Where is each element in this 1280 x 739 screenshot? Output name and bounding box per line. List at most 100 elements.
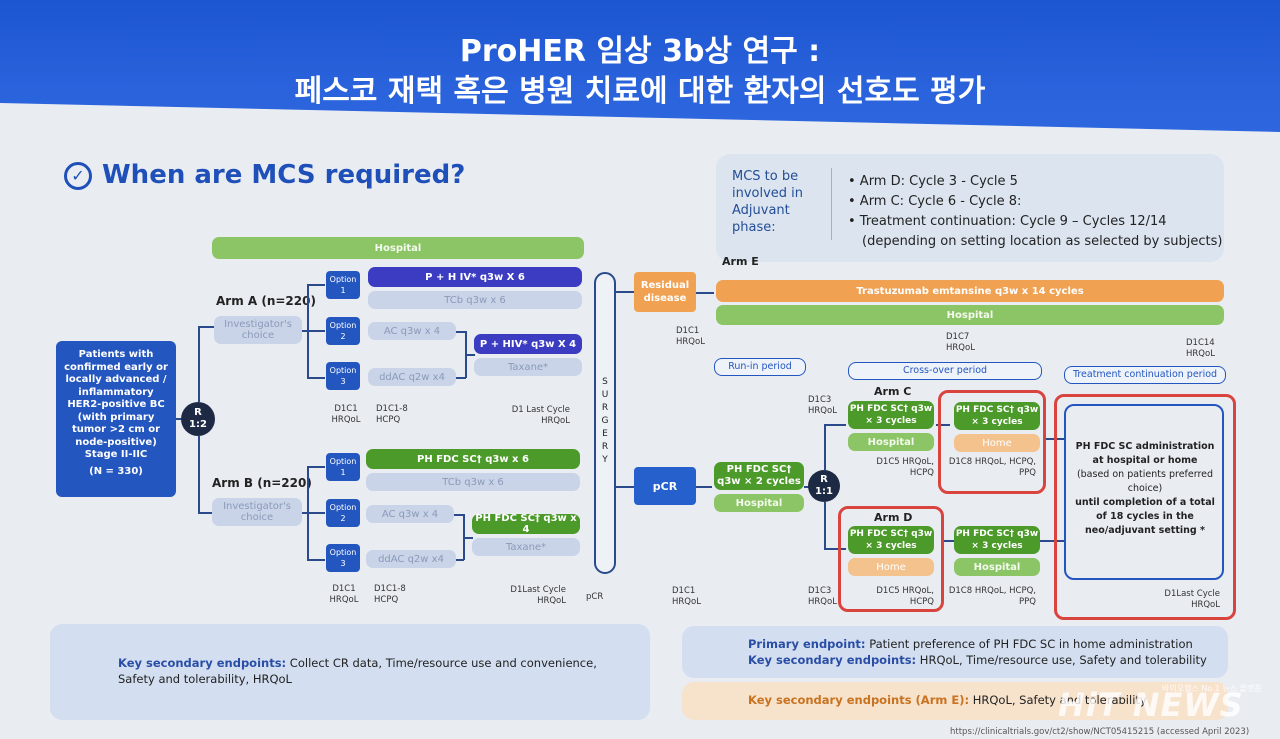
tp-d2: D1C8 HRQoL, HCPQ, PPQ [948,586,1036,607]
connector [824,424,826,470]
arm-a-choice: Investigator's choice [214,316,302,344]
randomize-circle: R 1:2 [181,402,215,436]
arm-e-endpoints-label: Key secondary endpoints (Arm E): [748,693,970,707]
arm-e-drug-bar: Trastuzumab emtansine q3w x 14 cycles [716,280,1224,302]
arm-a-regimen-6: Taxane* [474,358,582,376]
mcs-info-box [716,154,1224,262]
watermark-logo: HiT NEWS [1058,686,1244,724]
arm-a-label: Arm A (n=220) [216,294,316,308]
arm-b-regimen-6: Taxane* [472,538,580,556]
connector [1040,540,1064,542]
arm-b-regimen-3: AC q3w x 4 [366,505,454,523]
section-heading: When are MCS required? [102,160,466,190]
primary-endpoint-label: Primary endpoint: [748,637,866,651]
arm-d-place-2: Hospital [954,558,1040,576]
arm-c-drug-2: PH FDC SC† q3w × 3 cycles [954,402,1040,430]
cross-over-period-label: Cross-over period [848,362,1042,380]
arm-a-regimen-1: P + H IV* q3w X 6 [368,267,582,287]
randomize-ratio: 1:1 [815,486,833,497]
connector [456,559,464,561]
tp-e2: D1C7 HRQoL [946,332,975,353]
continuation-text-2: (based on patients preferred choice) [1076,469,1214,494]
arm-d-home-highlight [838,506,944,612]
randomize-r: R [194,407,202,418]
tp-b2: D1C1-8 HCPQ [374,584,406,605]
connector [804,486,810,488]
continuation-period-label: Treatment continuation period [1064,366,1226,384]
arm-b-regimen-5: PH FDC SC† q3w x 4 [472,513,580,535]
connector [176,418,182,420]
title-line1: ProHER 임상 3b상 연구 : [459,34,821,69]
arm-c-place-1: Hospital [848,433,934,451]
arm-d-place-1: Home [848,558,934,576]
arm-e-endpoints-value: HRQoL, Safety and tolerability [969,693,1147,707]
connector [616,291,634,293]
tp-e3: D1C14 HRQoL [1186,338,1215,359]
arm-a-option-2: Option 2 [326,317,360,345]
mcs-item: • Arm D: Cycle 3 - Cycle 5 [848,174,1018,189]
arm-c-home-highlight [938,390,1046,494]
tp-pcr: pCR [586,592,604,602]
randomize-ratio: 1:2 [189,419,207,430]
watermark-tagline: 바이오헬스 No.1 뉴스 플랫폼 [1162,684,1262,693]
pcr-box: pCR [634,467,696,505]
mcs-label: MCS to be involved in Adjuvant phase: [732,169,804,235]
continuation-text-3: until completion of a total of 18 cycles… [1075,497,1215,536]
hospital-bar-top: Hospital [212,237,584,259]
arm-a-option-1: Option 1 [326,271,360,299]
connector [454,514,464,516]
arm-b-regimen-1: PH FDC SC† q3w x 6 [366,449,580,469]
tp-a2: D1C1-8 HCPQ [376,404,408,425]
arm-a-regimen-5: P + HIV* q3w X 4 [474,334,582,354]
arm-e-endpoints-box [682,682,1228,720]
run-in-hospital: Hospital [714,494,804,512]
arm-d-label: Arm D [874,511,913,524]
surgery-box [594,272,616,574]
connector [616,486,634,488]
arm-a-regimen-3: AC q3w x 4 [368,322,456,340]
tp-b1: D1C1 HRQoL [329,584,359,605]
left-endpoints-label: Key secondary endpoints: [118,656,287,670]
arm-b-regimen-4: ddAC q2w x4 [366,550,456,568]
key-secondary-label: Key secondary endpoints: [748,653,917,667]
tp-c0: D1C3 HRQoL [808,395,837,416]
connector [824,502,826,548]
patients-box: Patients with confirmed early or locally… [56,341,176,497]
tp-b3: D1Last Cycle HRQoL [510,585,566,606]
arm-e-label: Arm E [722,255,759,268]
key-secondary-value: HRQoL, Time/resource use, Safety and tol… [916,653,1207,667]
left-endpoints-text: Key secondary endpoints: Collect CR data… [118,655,618,687]
arm-b-option-3: Option 3 [326,544,360,572]
continuation-highlight [1054,394,1236,620]
connector [824,548,846,550]
surgery-label: SURGERY [601,377,609,465]
primary-endpoint: Primary endpoint: Patient preference of … [748,636,1193,652]
tp-runin: D1C1 HRQoL [672,586,701,607]
connector [696,292,714,294]
connector [307,284,325,286]
citation: https://clinicaltrials.gov/ct2/show/NCT0… [950,727,1250,737]
connector [936,424,950,426]
tp-c2: D1C8 HRQoL, HCPQ, PPQ [948,457,1036,478]
connector [307,330,325,332]
arm-d-drug-2: PH FDC SC† q3w × 3 cycles [954,526,1040,554]
arm-b-choice: Investigator's choice [212,498,302,526]
arm-c-place-2: Home [954,434,1040,452]
connector [696,486,712,488]
tp-c1: D1C5 HRQoL, HCPQ [876,457,934,478]
mcs-list: • Arm D: Cycle 3 - Cycle 5 • Arm C: Cycl… [848,172,1222,252]
residual-disease-box: Residual disease [634,272,696,312]
left-endpoints-value: Collect CR data, Time/resource use and c… [118,656,597,686]
tp-e1: D1C1 HRQoL [676,326,705,347]
mcs-item: • Arm C: Cycle 6 - Cycle 8: [848,194,1022,209]
mcs-item: (depending on setting location as select… [862,234,1223,249]
connector [302,512,308,514]
arm-a-regimen-4: ddAC q2w x4 [368,368,456,386]
connector [302,330,308,332]
arm-a-regimen-2: TCb q3w x 6 [368,291,582,309]
arm-b-regimen-2: TCb q3w x 6 [366,473,580,491]
patients-n: (N = 330) [89,465,143,477]
tp-cont: D1Last Cycle HRQoL [1164,589,1220,610]
arm-b-option-1: Option 1 [326,453,360,481]
connector [307,559,325,561]
